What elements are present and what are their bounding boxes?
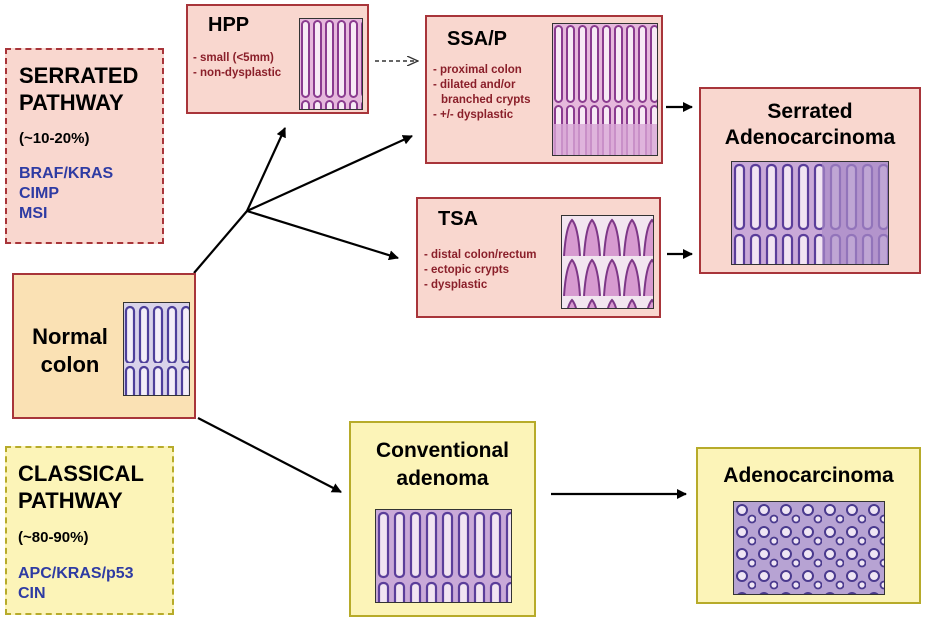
conventional-adenoma-histology-image <box>375 509 512 603</box>
serrated-gene-3: MSI <box>19 205 48 222</box>
serrated-adenocarcinoma-histology-image <box>731 161 889 265</box>
normal-colon-histology-image <box>123 302 190 396</box>
serrated-title-line1: SERRATED <box>19 63 139 88</box>
arrow-to-ssap <box>246 134 413 213</box>
arrow-to-hpp <box>245 127 287 212</box>
tsa-box: TSA - distal colon/rectum - ectopic cryp… <box>416 197 661 318</box>
classical-pathway-box: CLASSICAL PATHWAY (~80-90%) APC/KRAS/p53… <box>5 446 174 615</box>
hpp-title: HPP <box>208 14 250 36</box>
adeno-title: Adenocarcinoma <box>723 464 894 487</box>
tsa-histology-image <box>561 215 654 309</box>
classical-gene-2: CIN <box>18 585 46 602</box>
serrated-adenocarcinoma-box: Serrated Adenocarcinoma <box>699 87 921 274</box>
ssap-bullet-2: - dilated and/or <box>433 79 516 91</box>
tsa-bullet-1: - distal colon/rectum <box>424 249 537 261</box>
arrow-to-tsa <box>246 209 399 261</box>
serrated-percent: (~10-20%) <box>19 130 90 147</box>
ssap-bullet-3: branched crypts <box>441 94 531 106</box>
serrated-adeno-line2: Adenocarcinoma <box>724 126 896 149</box>
conventional-line1: Conventional <box>375 439 509 462</box>
classical-percent: (~80-90%) <box>18 529 89 546</box>
normal-line1: Normal <box>32 324 108 349</box>
hpp-bullet-1: - small (<5mm) <box>193 52 274 64</box>
ssap-histology-image <box>552 23 658 156</box>
serrated-title-line2: PATHWAY <box>19 90 124 115</box>
classical-gene-1: APC/KRAS/p53 <box>18 565 134 582</box>
hpp-box: HPP - small (<5mm) - non-dysplastic <box>186 4 369 114</box>
adenocarcinoma-box: Adenocarcinoma <box>696 447 921 604</box>
ssap-bullet-1: - proximal colon <box>433 64 522 76</box>
serrated-gene-2: CIMP <box>19 185 59 202</box>
serrated-pathway-box: SERRATED PATHWAY (~10-20%) BRAF/KRAS CIM… <box>5 48 164 244</box>
ssap-box: SSA/P - proximal colon - dilated and/or … <box>425 15 663 164</box>
conventional-adenoma-box: Conventional adenoma <box>349 421 536 617</box>
ssap-bullet-4: - +/- dysplastic <box>433 109 514 121</box>
normal-line2: colon <box>40 352 100 377</box>
tsa-bullet-2: - ectopic crypts <box>424 264 509 276</box>
hpp-bullet-2: - non-dysplastic <box>193 67 282 79</box>
tsa-bullet-3: - dysplastic <box>424 279 488 291</box>
hpp-histology-image <box>299 18 363 110</box>
classical-title-line1: CLASSICAL <box>18 461 144 486</box>
adenocarcinoma-histology-image <box>733 501 885 595</box>
serrated-gene-1: BRAF/KRAS <box>19 165 114 182</box>
ssap-title: SSA/P <box>447 28 508 50</box>
arrow-normal-to-branch <box>193 210 248 274</box>
serrated-adeno-line1: Serrated <box>767 100 853 123</box>
classical-title-line2: PATHWAY <box>18 488 123 513</box>
arrow-normal-to-conventional <box>197 417 342 493</box>
conventional-line2: adenoma <box>396 467 489 490</box>
tsa-title: TSA <box>438 208 478 230</box>
normal-colon-box: Normal colon <box>12 273 196 419</box>
